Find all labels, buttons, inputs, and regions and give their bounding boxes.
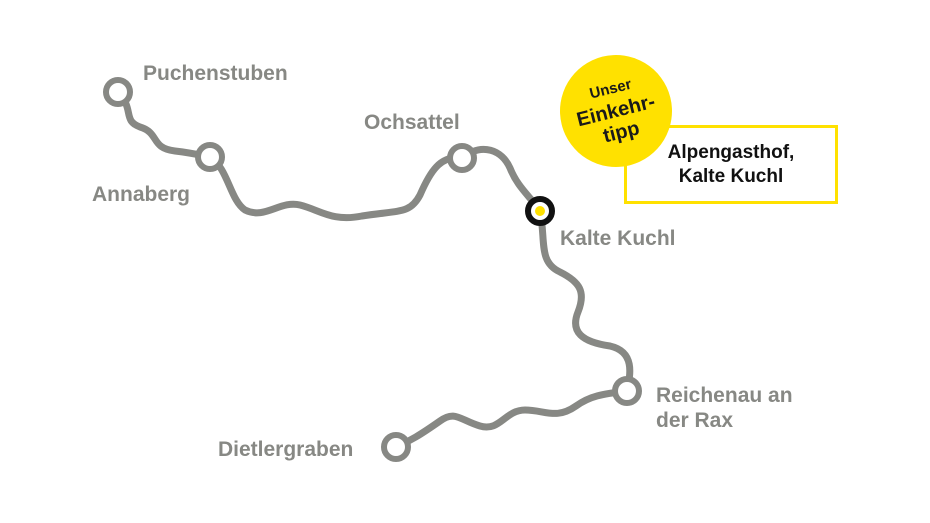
stop-label-kalte-kuchl: Kalte Kuchl (560, 227, 676, 250)
tip-line1: Alpengasthof, (667, 141, 795, 163)
tip-line2: Kalte Kuchl (678, 165, 784, 187)
stop-label-dietlergraben: Dietlergraben (218, 438, 354, 461)
stop-marker-annaberg[interactable] (195, 142, 225, 172)
stop-marker-reichenau[interactable] (612, 376, 642, 406)
highlight-dot (535, 206, 545, 216)
stop-label-reichenau-line1: Reichenau an (656, 384, 793, 407)
stop-marker-ochsattel[interactable] (447, 143, 477, 173)
stop-marker-dietlergraben[interactable] (381, 432, 411, 462)
stop-label-annaberg: Annaberg (92, 183, 191, 206)
route-path (114, 88, 634, 451)
stop-label-reichenau-line2: der Rax (656, 409, 734, 432)
stop-label-puchenstuben: Puchenstuben (143, 62, 288, 85)
stop-label-ochsattel: Ochsattel (364, 111, 460, 134)
stop-label-reichenau: Reichenau an der Rax (656, 383, 793, 433)
stop-marker-puchenstuben[interactable] (103, 77, 133, 107)
